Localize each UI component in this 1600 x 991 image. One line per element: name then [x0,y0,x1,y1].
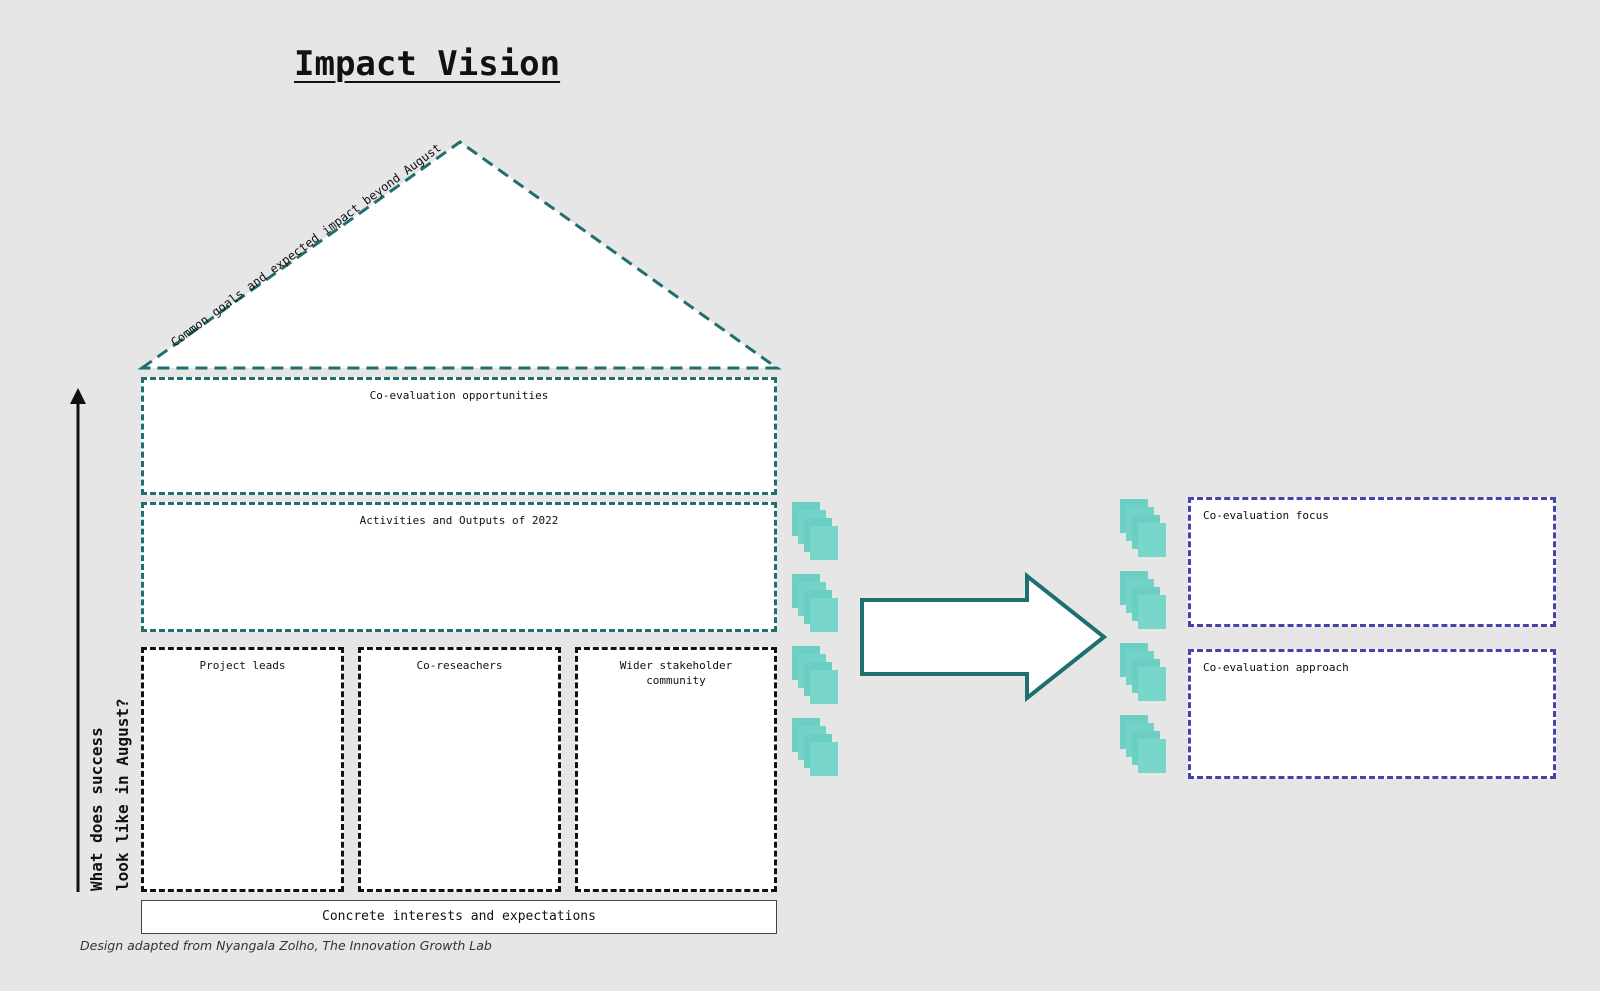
roof-triangle [137,140,782,370]
sticky-stack-left-3 [792,646,838,704]
foundation-label: Concrete interests and expectations [322,909,596,924]
activities-outputs-label: Activities and Outputs of 2022 [359,514,559,527]
coeval-opportunities-box[interactable]: Co-evaluation opportunities [141,377,777,495]
sticky-stack-left-1 [792,502,838,560]
activities-outputs-box[interactable]: Activities and Outputs of 2022 [141,502,777,632]
coeval-focus-box[interactable]: Co-evaluation focus [1188,497,1556,627]
sticky-stack-right-2 [1120,571,1166,629]
success-axis-line2: look like in August? [113,698,132,891]
project-leads-box[interactable]: Project leads [141,647,344,892]
foundation-box[interactable]: Concrete interests and expectations [141,900,777,934]
project-leads-label: Project leads [199,659,286,672]
co-researchers-box[interactable]: Co-reseachers [358,647,561,892]
coeval-approach-box[interactable]: Co-evaluation approach [1188,649,1556,779]
sticky-stack-right-3 [1120,643,1166,701]
success-arrow-head [70,388,86,404]
sticky-stack-right-1 [1120,499,1166,557]
success-axis-line1: What does success [87,727,106,891]
page-title: Impact Vision [294,44,561,84]
sticky-stack-left-4 [792,718,838,776]
coeval-approach-label: Co-evaluation approach [1203,661,1349,674]
co-researchers-label: Co-reseachers [416,659,503,672]
success-axis-label: What does success look like in August? [84,661,136,891]
wider-stakeholder-box[interactable]: Wider stakeholder community [575,647,777,892]
design-credit: Design adapted from Nyangala Zolho, The … [80,938,492,953]
coeval-focus-label: Co-evaluation focus [1203,509,1329,522]
coeval-opportunities-label: Co-evaluation opportunities [369,389,549,402]
sticky-stack-right-4 [1120,715,1166,773]
wider-stakeholder-label: Wider stakeholder community [619,659,733,687]
transition-arrow [860,571,1108,703]
sticky-stack-left-2 [792,574,838,632]
